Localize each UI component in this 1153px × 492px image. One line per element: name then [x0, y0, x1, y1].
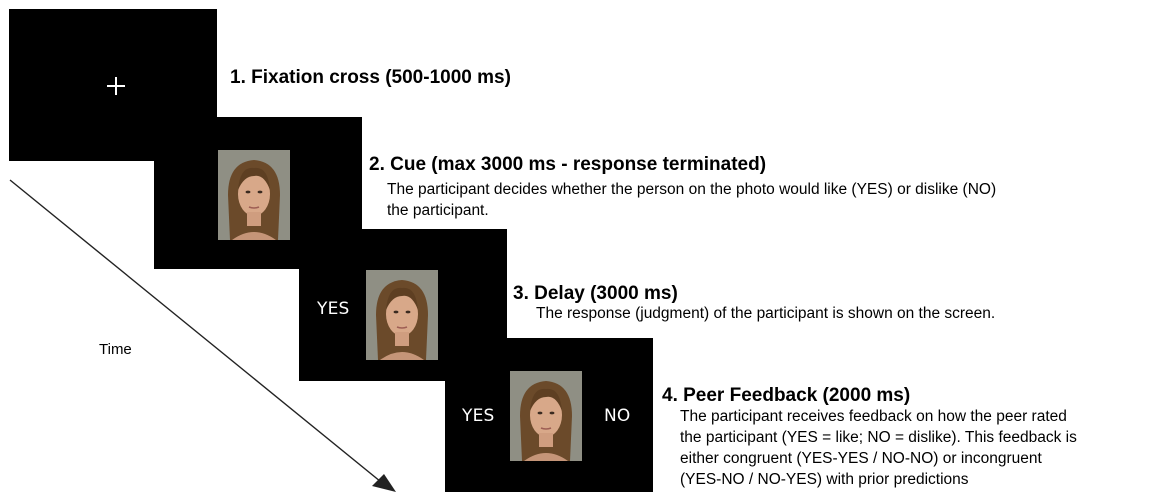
step-2-title: 2. Cue (max 3000 ms - response terminate… — [369, 154, 767, 175]
step-3-description-line: The response (judgment) of the participa… — [536, 305, 996, 322]
step-4-description-line: the participant (YES = like; NO = dislik… — [680, 429, 1077, 446]
fixation-cross-icon — [107, 77, 125, 95]
step-4-description-line: The participant receives feedback on how… — [680, 408, 1067, 425]
step-2-description: The participant decides whether the pers… — [387, 179, 996, 221]
step-4-description-line: (YES-NO / NO-YES) with prior predictions — [680, 471, 969, 488]
time-label: Time — [99, 341, 132, 358]
face-photo — [218, 150, 290, 240]
step-3-description: The response (judgment) of the participa… — [536, 303, 995, 324]
step-4-title: 4. Peer Feedback (2000 ms) — [662, 385, 911, 406]
delay-response-text: YES — [317, 299, 350, 319]
feedback-peer-text: NO — [604, 406, 631, 426]
face-photo — [510, 371, 582, 461]
face-photo — [366, 270, 438, 360]
step-1-title: 1. Fixation cross (500-1000 ms) — [230, 67, 511, 88]
step-4-description-line: either congruent (YES-YES / NO-NO) or in… — [680, 450, 1042, 467]
step-2-description-line: the participant. — [387, 202, 489, 219]
feedback-participant-text: YES — [462, 406, 495, 426]
step-2-description-line: The participant decides whether the pers… — [387, 181, 997, 198]
step-4-description: The participant receives feedback on how… — [680, 406, 1077, 490]
step-3-title: 3. Delay (3000 ms) — [513, 283, 678, 304]
